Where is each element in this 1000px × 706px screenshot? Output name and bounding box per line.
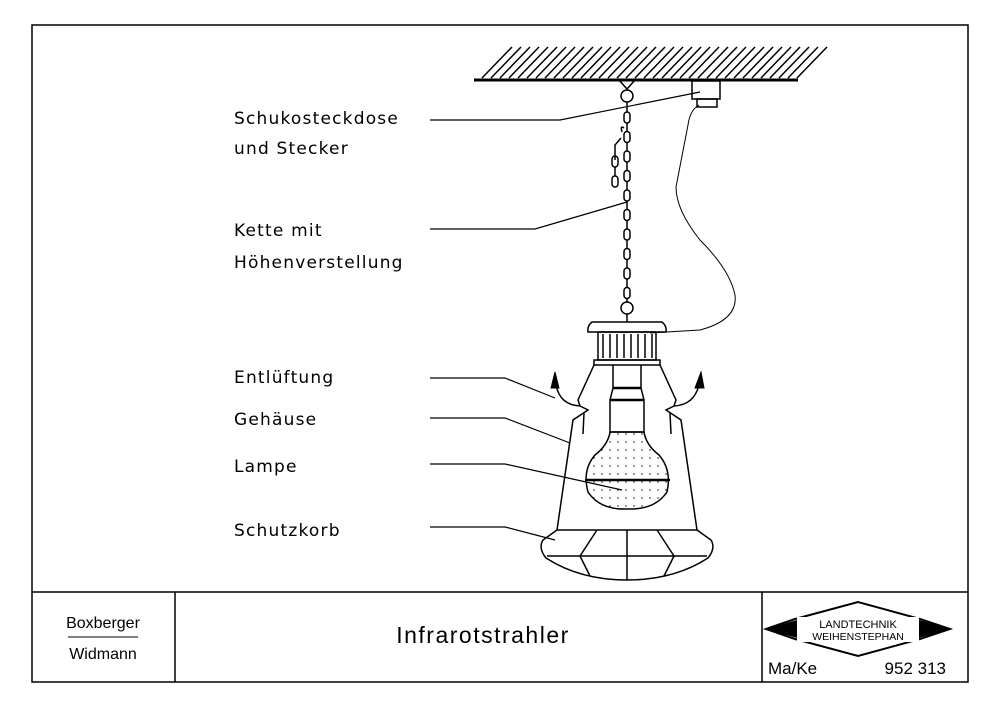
hatch-line	[508, 46, 540, 79]
hatch-line	[616, 46, 648, 79]
hatch-line	[787, 46, 819, 79]
infrared-lamp	[585, 365, 670, 510]
hatch-line	[589, 46, 621, 79]
hatch-line	[724, 46, 756, 79]
hatch-line	[742, 46, 774, 79]
chain-link	[623, 228, 631, 241]
hatch-line	[769, 46, 801, 79]
hatch-line	[715, 46, 747, 79]
drawing-frame	[31, 24, 969, 683]
hatch-line	[634, 46, 666, 79]
chain-link	[623, 208, 631, 222]
chain-link	[623, 150, 631, 163]
hatch-line	[517, 46, 549, 79]
chain-link	[623, 267, 631, 280]
label-lamp: Lampe	[234, 457, 298, 477]
logo-line-1: LANDTECHNIK	[819, 619, 897, 631]
hatch-line	[706, 46, 738, 79]
chain	[611, 79, 636, 322]
hatch-line	[661, 46, 693, 79]
hatch-line	[526, 46, 558, 79]
chain-link	[623, 189, 631, 202]
hatch-line	[598, 46, 630, 79]
hatch-line	[607, 46, 639, 79]
hatch-line	[562, 46, 594, 79]
hatch-line	[625, 46, 657, 79]
hatch-line	[571, 46, 603, 79]
hatch-line	[652, 46, 684, 79]
author-2: Widmann	[69, 646, 137, 663]
drawing-title: Infrarotstrahler	[396, 622, 570, 648]
hatch-line	[760, 46, 792, 79]
label-socket: Schukosteckdose	[234, 109, 399, 129]
hatch-line	[697, 46, 729, 79]
hatch-line	[679, 46, 711, 79]
protective-basket	[540, 529, 714, 581]
chain-link	[623, 286, 631, 300]
socket-and-plug	[649, 80, 736, 334]
chain-link	[623, 111, 631, 124]
leader-lines	[430, 91, 701, 541]
hatch-line	[733, 46, 765, 79]
hatch-line	[580, 46, 612, 79]
label-guard: Schutzkorb	[234, 521, 341, 541]
hatch-line	[778, 46, 810, 79]
author-1: Boxberger	[66, 615, 140, 632]
hatch-line	[688, 46, 720, 79]
hatch-line	[490, 46, 522, 79]
hatch-line	[553, 46, 585, 79]
ceiling	[474, 46, 828, 82]
hatch-line	[535, 46, 567, 79]
hatch-line	[796, 46, 828, 79]
label-vent: Entlüftung	[234, 368, 334, 388]
hatch-line	[643, 46, 675, 79]
logo-line-2: WEIHENSTEPHAN	[812, 631, 904, 643]
chain-link	[623, 169, 631, 183]
label-chain-2: Höhenverstellung	[234, 253, 404, 273]
landtechnik-logo: LANDTECHNIK WEIHENSTEPHAN	[762, 600, 954, 658]
heater-housing	[550, 321, 705, 531]
initials: Ma/Ke	[768, 659, 817, 678]
hatch-line	[481, 46, 513, 79]
chain-link	[623, 130, 631, 144]
hatch-line	[499, 46, 531, 79]
label-chain: Kette mit	[234, 221, 323, 241]
hatch-line	[544, 46, 576, 79]
label-housing: Gehäuse	[234, 410, 317, 430]
label-socket-2: und Stecker	[234, 139, 349, 159]
hatch-line	[670, 46, 702, 79]
drawing-number: 952 313	[885, 659, 946, 678]
hatch-line	[751, 46, 783, 79]
chain-link	[623, 247, 631, 261]
